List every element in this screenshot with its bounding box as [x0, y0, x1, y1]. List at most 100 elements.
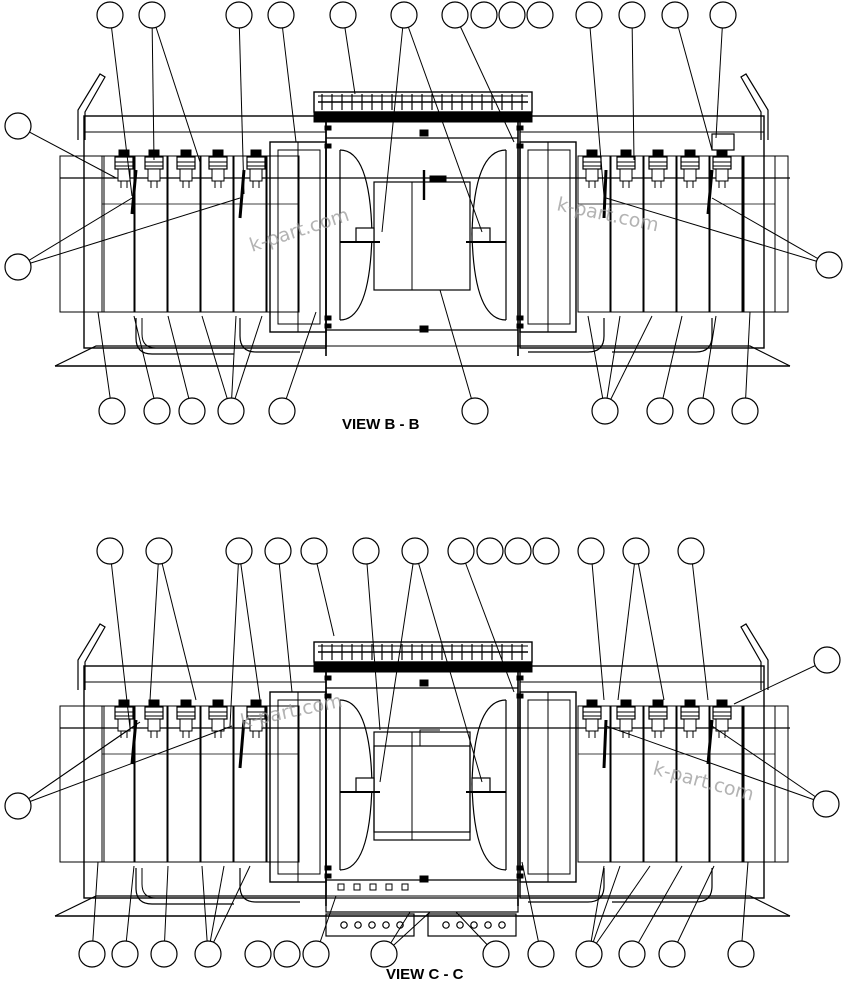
- callout-circle: [470, 1, 498, 29]
- leader-line: [281, 311, 317, 412]
- base-rail-left: [54, 345, 326, 367]
- cable-loop: [612, 318, 713, 353]
- terminal-lead: [602, 719, 608, 769]
- insulator-base: [651, 168, 665, 182]
- leader-line: [17, 197, 241, 268]
- cable-loop: [528, 318, 605, 353]
- leader-line: [201, 315, 232, 412]
- heatsink-fin: [233, 155, 267, 313]
- right-lift-bracket: [740, 623, 769, 690]
- leader-line: [109, 14, 133, 197]
- cable-loop: [528, 868, 605, 903]
- terminal-lead: [238, 719, 246, 769]
- callout-circle: [577, 537, 605, 565]
- callout-circle: [646, 397, 674, 425]
- callout-circle: [441, 1, 469, 29]
- bolt-mark: [324, 323, 332, 329]
- terminal-lug: [385, 883, 393, 891]
- leader-line: [158, 550, 197, 701]
- bolt-mark: [324, 865, 332, 871]
- callout-circle: [217, 397, 245, 425]
- insulator-cap: [586, 699, 598, 708]
- bolt-mark: [324, 675, 332, 681]
- callout-circle: [390, 1, 418, 29]
- right-ring-inner: [527, 149, 571, 325]
- heatsink-fin: [742, 155, 776, 313]
- callout-circle: [138, 1, 166, 29]
- callout-circle: [591, 397, 619, 425]
- callout-circle: [575, 940, 603, 968]
- leader-line: [711, 197, 830, 266]
- watermark-b-right: k-part.com: [555, 193, 661, 236]
- right-end-plate: [743, 705, 789, 863]
- view-c-c-drawing: [4, 537, 841, 968]
- leader-line: [674, 14, 713, 151]
- callout-circle: [98, 397, 126, 425]
- insulator-body: [208, 706, 228, 720]
- leader-line: [207, 865, 225, 955]
- insulator-body: [114, 706, 134, 720]
- insulator-base: [117, 168, 131, 182]
- callout-circle: [727, 940, 755, 968]
- callout-circle: [731, 397, 759, 425]
- terminal-lead: [130, 719, 138, 765]
- insulator-body: [176, 706, 196, 720]
- left-lift-bracket: [77, 73, 106, 140]
- leader-line: [151, 14, 155, 161]
- heatsink-fin: [101, 705, 135, 863]
- terminal-lead: [706, 719, 714, 765]
- cable-loop: [239, 318, 300, 353]
- leader-line: [17, 725, 233, 807]
- leader-line: [149, 550, 160, 701]
- callout-circle: [677, 537, 705, 565]
- core-block: [373, 181, 471, 291]
- right-lift-bracket: [740, 73, 769, 140]
- leader-line: [163, 865, 169, 955]
- left-ring-inner: [277, 699, 321, 875]
- leader-line: [521, 861, 542, 955]
- callout-circle: [352, 537, 380, 565]
- insulator-cap: [620, 699, 632, 708]
- leader-line: [605, 725, 827, 805]
- insulator-base: [619, 718, 633, 732]
- terminal-screw: [340, 921, 348, 929]
- insulator-body: [582, 156, 602, 170]
- callout-circle: [300, 537, 328, 565]
- callout-circle: [618, 940, 646, 968]
- callout-circle: [244, 940, 272, 968]
- leader-line: [91, 861, 99, 955]
- terminal-lug: [337, 883, 345, 891]
- callout-circle: [194, 940, 222, 968]
- insulator-cap: [212, 149, 224, 158]
- leader-line: [590, 550, 605, 701]
- insulator-cap: [652, 149, 664, 158]
- insulator-base: [683, 168, 697, 182]
- leader-line: [229, 550, 240, 727]
- insulator-cap: [212, 699, 224, 708]
- insulator-cap: [652, 699, 664, 708]
- callout-circle: [812, 790, 840, 818]
- leader-line: [201, 865, 209, 955]
- terminal-screw: [382, 921, 390, 929]
- callout-circle: [575, 1, 603, 29]
- base-rail-right: [520, 895, 791, 917]
- insulator-base: [117, 718, 131, 732]
- core-lead: [419, 729, 440, 746]
- leader-line: [230, 315, 263, 412]
- callout-circle: [143, 397, 171, 425]
- callout-circle: [267, 1, 295, 29]
- leader-line: [379, 550, 416, 783]
- insulator-cap: [586, 149, 598, 158]
- leader-line: [207, 865, 251, 955]
- leader-line: [454, 14, 515, 143]
- insulator-base: [147, 168, 161, 182]
- left-ring-inner: [277, 149, 321, 325]
- cable-loop: [135, 318, 234, 355]
- roof-bolt: [419, 679, 429, 687]
- leader-line: [381, 14, 405, 233]
- junction-box: [711, 133, 735, 151]
- terminal-screw: [442, 921, 450, 929]
- insulator-body: [680, 706, 700, 720]
- callout-circle: [687, 397, 715, 425]
- callout-circle: [504, 537, 532, 565]
